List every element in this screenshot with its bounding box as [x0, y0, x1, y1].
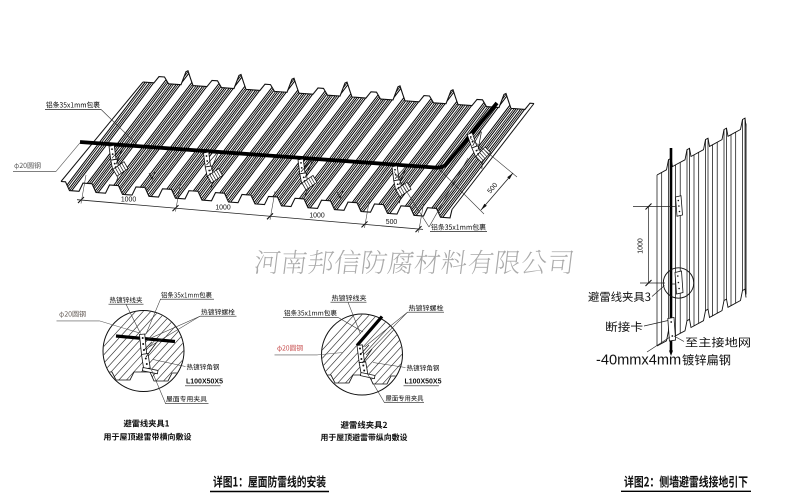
svg-text:1000: 1000: [121, 197, 136, 204]
svg-text:-40mmx4mm: -40mmx4mm: [596, 353, 681, 369]
svg-text:L100X50X5: L100X50X5: [405, 379, 442, 386]
svg-text:1000: 1000: [638, 238, 645, 254]
svg-text:500: 500: [386, 219, 398, 226]
svg-text:L100X50X5: L100X50X5: [186, 379, 223, 386]
svg-text:1000: 1000: [309, 213, 324, 220]
svg-text:1000: 1000: [215, 205, 230, 212]
